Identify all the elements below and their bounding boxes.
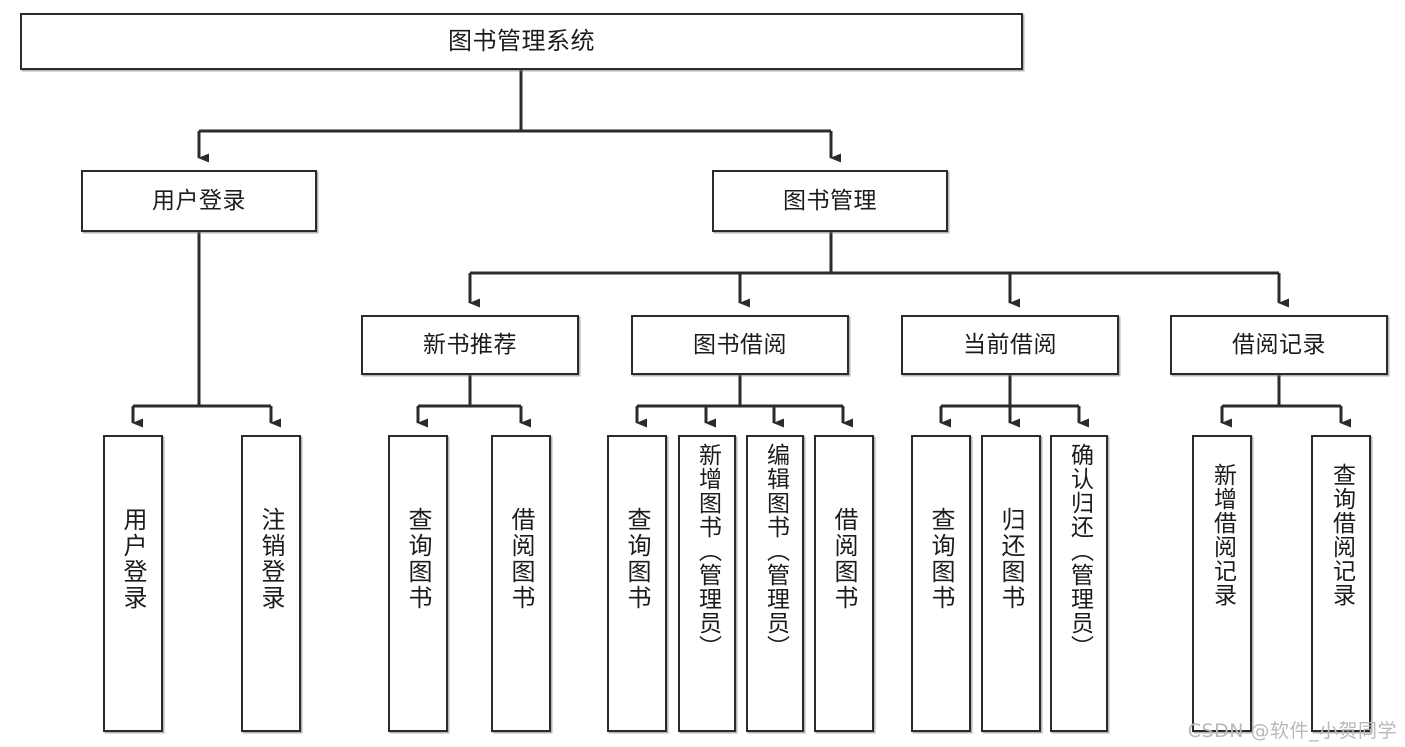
node-label: 当前借阅 xyxy=(963,331,1057,358)
node-label: 新增借阅记录 xyxy=(1209,463,1236,607)
node-label: 确认归还（管理员） xyxy=(1066,443,1093,659)
leaf-user-login[interactable]: 用户登录 xyxy=(103,435,163,732)
connector-recommend-to-leaves xyxy=(416,375,531,428)
leaf-add-borrow-record[interactable]: 新增借阅记录 xyxy=(1192,435,1252,732)
node-label: 归还图书 xyxy=(997,507,1025,611)
node-label: 图书借阅 xyxy=(693,331,787,358)
node-label: 查询借阅记录 xyxy=(1328,463,1355,607)
leaf-borrow-book[interactable]: 借阅图书 xyxy=(814,435,874,732)
node-label: 查询图书 xyxy=(623,507,651,611)
leaf-edit-book-admin[interactable]: 编辑图书（管理员） xyxy=(746,435,804,732)
node-label: 编辑图书（管理员） xyxy=(762,443,789,659)
node-new-book-recommend[interactable]: 新书推荐 xyxy=(361,315,579,375)
leaf-borrow-query-book[interactable]: 查询图书 xyxy=(607,435,667,732)
node-label: 借阅图书 xyxy=(830,507,858,611)
connector-root-to-level1 xyxy=(197,70,841,163)
connector-userlogin-to-leaves xyxy=(131,232,281,428)
leaf-logout[interactable]: 注销登录 xyxy=(241,435,301,732)
connector-bookmgmt-to-level2 xyxy=(468,232,1289,308)
leaf-recommend-borrow-book[interactable]: 借阅图书 xyxy=(491,435,551,732)
node-label: 注销登录 xyxy=(257,507,285,611)
node-label: 新增图书（管理员） xyxy=(694,443,721,659)
leaf-confirm-return-admin[interactable]: 确认归还（管理员） xyxy=(1050,435,1108,732)
node-label: 用户登录 xyxy=(119,507,147,611)
node-label: 用户登录 xyxy=(152,187,246,214)
leaf-current-query-book[interactable]: 查询图书 xyxy=(911,435,971,732)
node-label: 图书管理系统 xyxy=(448,26,595,55)
connector-current-to-leaves xyxy=(939,375,1089,428)
node-book-management[interactable]: 图书管理 xyxy=(712,170,948,232)
node-user-login[interactable]: 用户登录 xyxy=(81,170,317,232)
connector-borrow-to-leaves xyxy=(635,375,853,428)
leaf-query-borrow-record[interactable]: 查询借阅记录 xyxy=(1311,435,1371,732)
node-current-borrow[interactable]: 当前借阅 xyxy=(901,315,1119,375)
node-label: 借阅图书 xyxy=(507,507,535,611)
leaf-recommend-query-book[interactable]: 查询图书 xyxy=(388,435,448,732)
node-label: 查询图书 xyxy=(404,507,432,611)
node-label: 图书管理 xyxy=(783,187,877,214)
connector-record-to-leaves xyxy=(1220,375,1351,428)
leaf-return-book[interactable]: 归还图书 xyxy=(981,435,1041,732)
node-root-book-management-system[interactable]: 图书管理系统 xyxy=(20,13,1023,70)
node-label: 新书推荐 xyxy=(423,331,517,358)
leaf-add-book-admin[interactable]: 新增图书（管理员） xyxy=(678,435,736,732)
node-label: 查询图书 xyxy=(927,507,955,611)
node-label: 借阅记录 xyxy=(1232,331,1326,358)
node-book-borrow[interactable]: 图书借阅 xyxy=(631,315,849,375)
node-borrow-record[interactable]: 借阅记录 xyxy=(1170,315,1388,375)
